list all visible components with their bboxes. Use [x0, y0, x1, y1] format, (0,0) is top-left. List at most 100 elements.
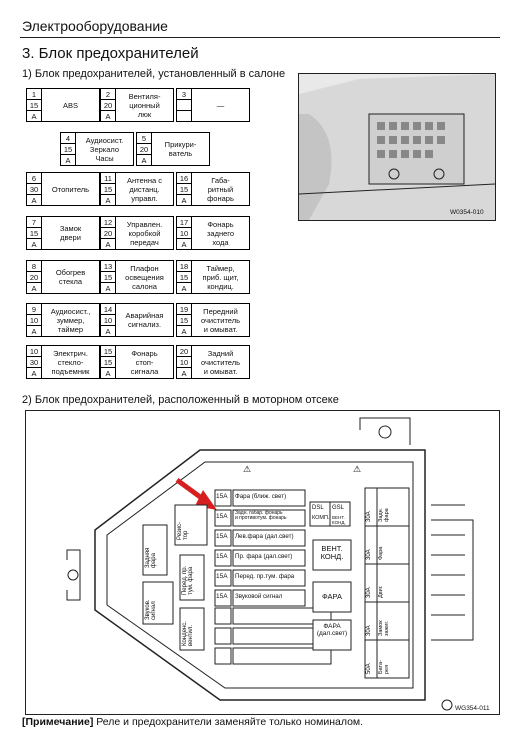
fuse-amp: 10 — [101, 315, 115, 326]
engine-fuse-amp-box — [214, 489, 232, 507]
fuse-label: Отопитель — [42, 172, 100, 206]
fuse-unit: A — [105, 368, 111, 378]
fuse-unit: A — [181, 326, 187, 336]
fuse-label: Аварийная сигнализ. — [116, 303, 174, 337]
engine-fuse-amp: 15A — [216, 593, 228, 600]
fuse-label: Таймер, приб. щит, кондиц. — [192, 260, 250, 294]
fuse-num: 20 — [177, 346, 191, 357]
subsection-engine-title: 2) Блок предохранителей, расположенный в… — [22, 394, 339, 406]
fuse-num: 12 — [101, 217, 115, 228]
fuse-num: 7 — [27, 217, 41, 228]
engine-fuse-label-box — [232, 569, 306, 587]
engine-fuse-amp: 15A — [216, 553, 228, 560]
fuse-unit: A — [181, 283, 187, 293]
engine-fuse-label-box — [232, 529, 306, 547]
fuse-label: Вентиля- ционный люк — [116, 88, 174, 122]
engine-fuse-amp-box — [214, 569, 232, 587]
note-text: Реле и предохранители заменяйте только н… — [96, 716, 364, 728]
fuse-label: ABS — [42, 88, 100, 122]
fuse-num: 2 — [101, 89, 115, 100]
section-title: 3. Блок предохранителей — [22, 45, 199, 62]
fuse-num: 9 — [27, 304, 41, 315]
engine-fuse-label-box — [232, 589, 306, 607]
engine-fuse-label-box — [232, 549, 306, 567]
fuse-num: 6 — [27, 173, 41, 184]
engine-fuse-amp-box — [214, 589, 232, 607]
fuse-num: 15 — [101, 346, 115, 357]
relay-label: Конденс. вентил. — [182, 621, 195, 646]
warn-icon: ⚠ — [353, 465, 361, 475]
fuse-label: Аудиосист. Зеркало Часы — [76, 132, 134, 166]
fuse-unit: A — [105, 111, 111, 121]
fara-dal-label: ФАРА (дал.свет) — [316, 623, 348, 637]
fuse-unit: A — [65, 155, 71, 165]
fuse-num: 5 — [137, 133, 151, 144]
fuse-num: 19 — [177, 304, 191, 315]
dsl-label: DSL — [312, 505, 324, 511]
fuse-label: — — [192, 88, 250, 122]
fuse-unit — [177, 111, 191, 121]
right-label: Фара — [378, 546, 384, 560]
fuse-unit: A — [31, 195, 37, 205]
fuse-num: 3 — [177, 89, 191, 100]
fuse-amp: 30 — [27, 357, 41, 368]
fuse-unit: A — [105, 239, 111, 249]
fuse-label: Плафон освещения салона — [116, 260, 174, 294]
cabin-fuse-3: 3— — [176, 88, 250, 122]
fuse-label: Обогрев стекла — [42, 260, 100, 294]
right-label: Замок зажиг. — [378, 620, 390, 636]
fuse-amp: 15 — [177, 184, 191, 195]
fuse-amp: 15 — [27, 100, 41, 111]
engine-fuse-amp-box — [214, 529, 232, 547]
fuse-unit: A — [181, 239, 187, 249]
fuse-num: 13 — [101, 261, 115, 272]
fuse-amp: 10 — [27, 315, 41, 326]
fuse-amp: 15 — [101, 184, 115, 195]
engine-fuse-label: Пр. фара (дал.свет) — [235, 553, 293, 560]
engine-fuse-label: Перед. пр.тум. фара — [235, 573, 295, 580]
fuse-num: 11 — [101, 173, 115, 184]
relay-label: Резис- тор — [177, 521, 190, 540]
fuse-num: 8 — [27, 261, 41, 272]
fuse-amp: 15 — [101, 357, 115, 368]
engine-fuse-amp-box — [214, 509, 232, 527]
right-label: Двиг. — [378, 585, 384, 598]
fuse-unit: A — [181, 195, 187, 205]
right-label: Бата- рея — [378, 660, 390, 674]
engine-fuse-amp: 15A — [216, 533, 228, 540]
fuse-label: Фонарь стоп- сигнала — [116, 345, 174, 379]
diagram-code: WG354-011 — [455, 705, 490, 712]
fuse-label: Задний очиститель и омыват. — [192, 345, 250, 379]
fuse-amp — [177, 100, 191, 111]
komp-label: КОМП. — [312, 515, 330, 521]
engine-fuse-label-box — [232, 509, 306, 527]
fuse-amp: 15 — [27, 228, 41, 239]
fuse-num: 18 — [177, 261, 191, 272]
right-amp: 30A — [366, 625, 372, 636]
fuse-label: Аудиосист., зуммер, таймер — [42, 303, 100, 337]
fuse-unit: A — [31, 239, 37, 249]
fuse-amp: 10 — [177, 357, 191, 368]
fuse-amp: 20 — [137, 144, 151, 155]
fuse-num: 1 — [27, 89, 41, 100]
engine-fuse-label-box — [232, 489, 306, 507]
fuse-label: Прикури- ватель — [152, 132, 210, 166]
fuse-amp: 15 — [101, 272, 115, 283]
engine-fuse-label: Лев.фара (дал.свет) — [235, 533, 294, 540]
fuse-box-photo — [298, 73, 496, 221]
engine-fuse-amp: 15A — [216, 573, 228, 580]
